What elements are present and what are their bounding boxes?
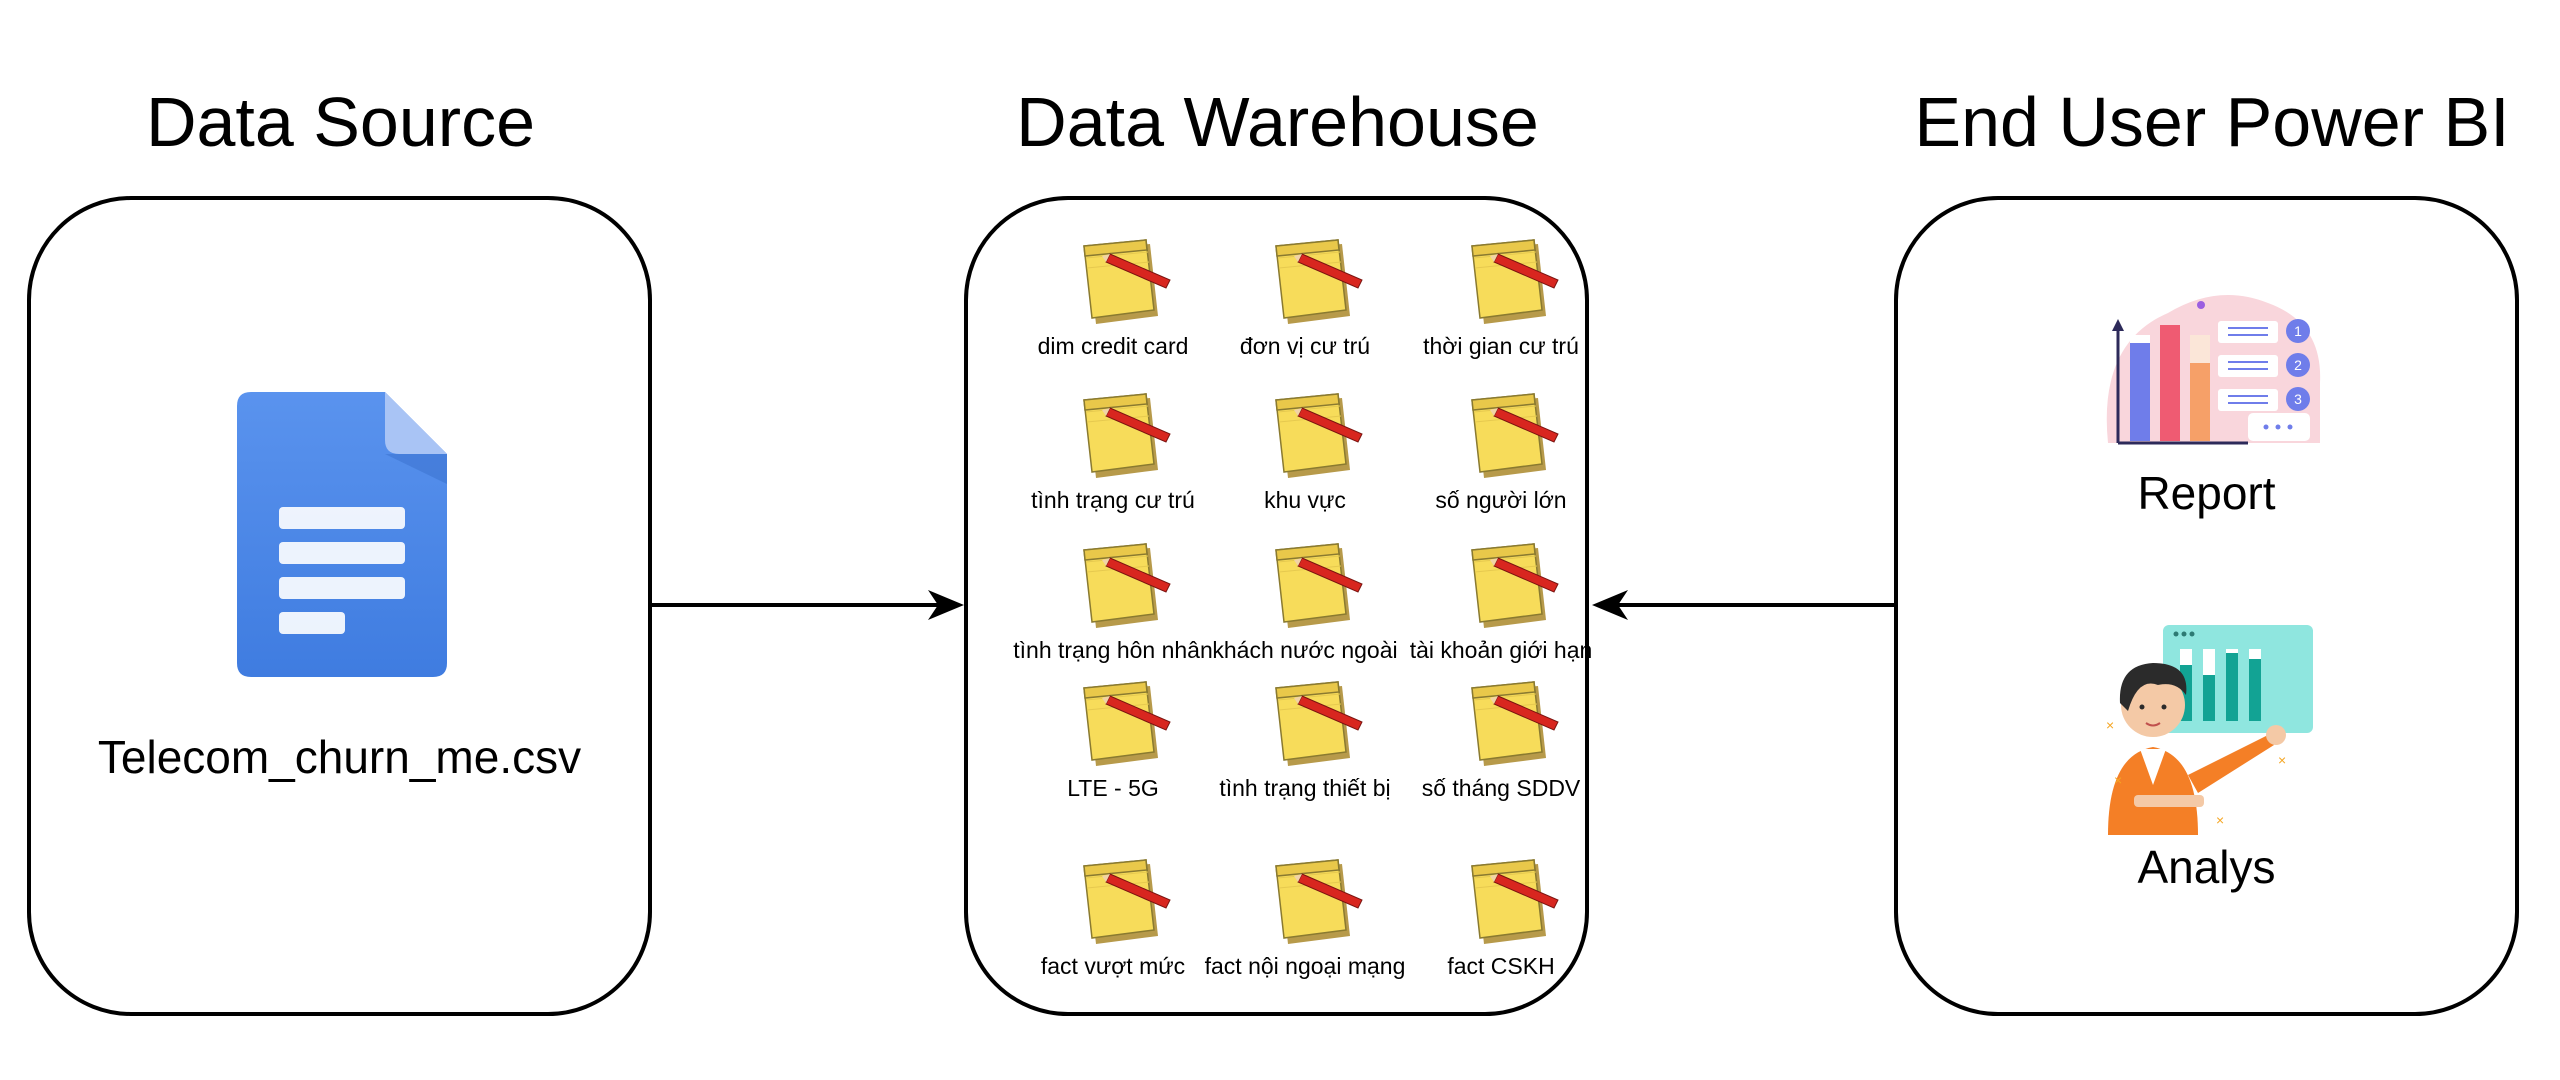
table-tai-khoan-gioi-han: tài khoản giới hạn [1396,540,1606,680]
table-lte-5g: LTE - 5G [1008,678,1218,818]
arrow-enduser-to-warehouse [1592,590,1905,620]
data-warehouse-panel: dim credit card đơn vị cư trú thời gian cư… [964,196,1592,1016]
report-badge-2: 2 [2294,357,2302,373]
google-doc-icon [237,392,447,677]
table-label: tài khoản giới hạn [1409,637,1593,663]
report-label: Report [2137,467,2276,519]
table-label: dim credit card [1037,333,1189,359]
end-user-panel: 1 2 3 Report [1894,196,2519,1016]
table-label: đơn vị cư trú [1239,333,1371,359]
table-label: LTE - 5G [1067,775,1159,801]
table-label: khu vực [1264,487,1346,513]
table-label: fact vượt mức [1040,953,1186,979]
data-source-panel: Telecom_churn_me.csv [27,196,652,1016]
data-source-title: Data Source [145,83,536,161]
arrow-source-to-warehouse [652,590,964,620]
table-khach-nuoc-ngoai: khách nước ngoài [1200,540,1410,680]
end-user-title: End User Power BI [1914,83,2510,161]
analyst-illustration: × × × × [2098,625,2328,835]
table-label: số người lớn [1435,487,1567,513]
table-label: số tháng SDDV [1421,775,1581,801]
table-so-thang-sddv: số tháng SDDV [1396,678,1606,818]
table-tinh-trang-thiet-bi: tình trạng thiết bị [1200,678,1410,818]
table-label: thời gian cư trú [1423,333,1579,359]
analys-label: Analys [2137,841,2276,893]
table-label: tình trạng hôn nhân [1013,637,1213,663]
table-fact-vuot-muc: fact vượt mức [1008,856,1218,996]
report-badge-1: 1 [2294,323,2302,339]
table-label: tình trạng thiết bị [1219,775,1391,801]
svg-text:×: × [2278,752,2286,768]
table-thoi-gian-cu-tru: thời gian cư trú [1396,236,1606,376]
data-warehouse-title: Data Warehouse [1016,83,1539,161]
table-don-vi-cu-tru: đơn vị cư trú [1200,236,1410,376]
table-so-nguoi-lon: số người lớn [1396,390,1606,530]
table-fact-cskh: fact CSKH [1396,856,1606,996]
table-label: fact nội ngoại mạng [1204,953,1406,979]
table-tinh-trang-hon-nhan: tình trạng hôn nhân [1008,540,1218,680]
table-khu-vuc: khu vực [1200,390,1410,530]
svg-text:×: × [2106,717,2114,733]
table-label: tình trạng cư trú [1031,487,1195,513]
table-tinh-trang-cu-tru: tình trạng cư trú [1008,390,1218,530]
table-label: fact CSKH [1447,953,1555,979]
table-fact-noi-ngoai-mang: fact nội ngoại mạng [1200,856,1410,996]
report-badge-3: 3 [2294,391,2302,407]
table-label: khách nước ngoài [1212,637,1398,663]
svg-text:×: × [2114,772,2122,788]
svg-text:×: × [2216,812,2224,828]
source-file-name: Telecom_churn_me.csv [97,731,582,783]
table-dim-credit-card: dim credit card [1008,236,1218,376]
report-illustration: 1 2 3 [2098,283,2328,453]
